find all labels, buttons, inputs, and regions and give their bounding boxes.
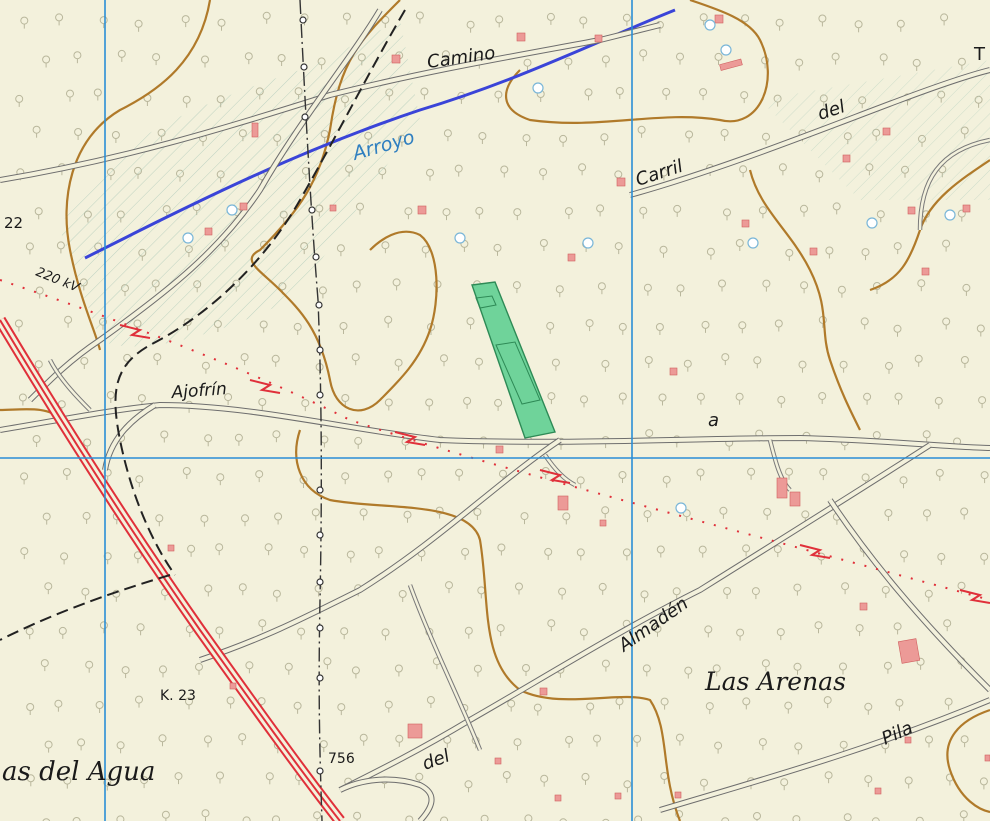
label-as-del-agua: as del Agua bbox=[2, 757, 155, 787]
label-pila: Pila bbox=[878, 717, 916, 749]
water-points bbox=[182, 19, 956, 514]
tracks bbox=[47, 137, 990, 751]
label-k23: K. 23 bbox=[160, 688, 196, 704]
highway bbox=[0, 316, 345, 821]
buildings bbox=[167, 14, 990, 802]
contour-line-2 bbox=[250, 0, 438, 412]
power-line-zigzag bbox=[119, 324, 990, 604]
label-756: 756 bbox=[328, 751, 355, 767]
boundary-markers bbox=[299, 16, 324, 775]
railway-branch bbox=[0, 574, 171, 641]
contour-line-5 bbox=[748, 169, 861, 431]
label-las-arenas: Las Arenas bbox=[704, 667, 846, 696]
label-del-bottom: del bbox=[420, 746, 453, 775]
hatched-area-right bbox=[760, 60, 990, 200]
label-22: 22 bbox=[4, 214, 23, 232]
roads bbox=[0, 8, 990, 821]
label-t-edge: T bbox=[973, 44, 986, 65]
label-almaden: Almadén bbox=[614, 593, 692, 657]
green-parcel[interactable] bbox=[471, 281, 556, 439]
label-a: a bbox=[708, 410, 719, 431]
label-ajofrin: Ajofrín bbox=[170, 379, 227, 403]
contour-line-3 bbox=[295, 429, 682, 821]
railway-line bbox=[114, 9, 406, 576]
contour-line-7 bbox=[946, 708, 990, 814]
contour-line-4 bbox=[504, 0, 769, 124]
contour-line-1 bbox=[65, 0, 212, 351]
